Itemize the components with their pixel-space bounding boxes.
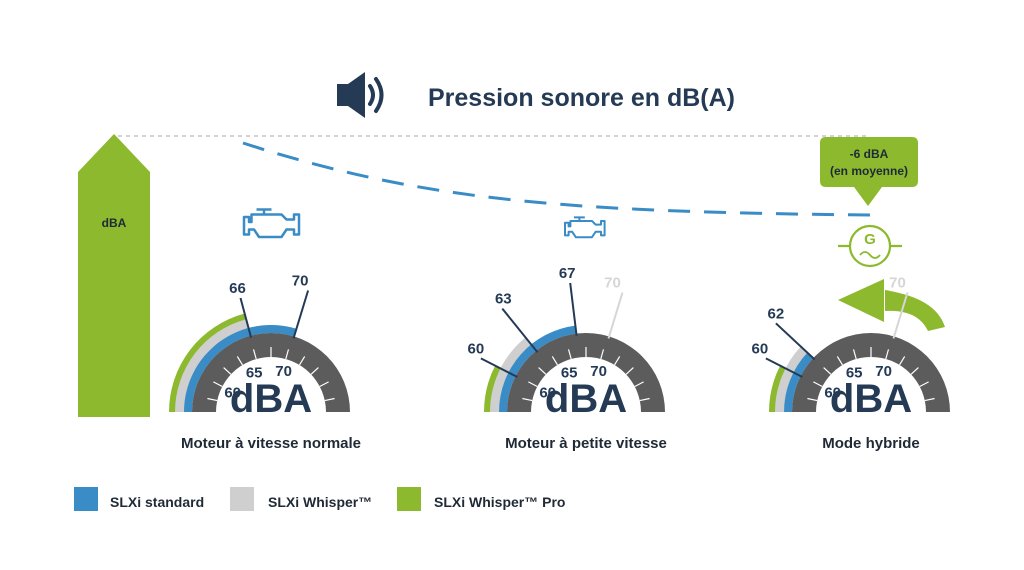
legend-swatch-whisper	[230, 487, 254, 511]
callout-value: 60	[468, 340, 485, 357]
callout-leader	[775, 322, 816, 361]
dial-tick	[567, 349, 572, 360]
engine-icon-small	[564, 216, 606, 239]
scale-label-65: 65	[246, 364, 263, 381]
scale-label-60: 60	[824, 385, 841, 402]
dial-tick	[538, 367, 547, 375]
dial-tick	[634, 381, 644, 388]
dial-tick	[823, 367, 832, 375]
dial-tick	[522, 397, 533, 402]
gauge-label-normal: Moteur à vitesse normale	[181, 435, 361, 452]
callout-leader	[239, 297, 253, 338]
gauge-label-low: Moteur à petite vitesse	[505, 435, 667, 452]
reduction-trend-line	[242, 141, 871, 217]
dial-tick	[807, 397, 818, 402]
legend: SLXi standard SLXi Whisper™ SLXi Whisper…	[74, 487, 565, 511]
dial-tick	[910, 367, 919, 375]
title-speaker-icon	[337, 72, 384, 118]
dial-tick	[924, 397, 935, 402]
dial-ring	[507, 333, 665, 412]
callout-value: 70	[292, 273, 309, 290]
dial-tick	[252, 349, 257, 360]
callout-value: 62	[768, 305, 785, 322]
reduction-bubble: -6 dBA (en moyenne)	[820, 137, 918, 206]
scale-label-65: 65	[561, 364, 578, 381]
dial-tick	[613, 356, 621, 366]
callout-leader	[480, 357, 518, 378]
callout-value: 70	[889, 275, 906, 292]
side-level-bar	[78, 134, 150, 417]
chart-title: Pression sonore en dB(A)	[428, 84, 735, 112]
side-bar-label: dBA	[102, 216, 127, 230]
scale-label-60: 60	[224, 385, 241, 402]
generator-icon: G	[838, 224, 902, 268]
callout-leader	[892, 292, 909, 339]
scale-label-70: 70	[590, 363, 607, 380]
dial-tick	[852, 349, 857, 360]
callout-value: 60	[752, 340, 769, 357]
dial-tick	[285, 349, 290, 360]
dial-tick	[213, 381, 223, 388]
dial-tick	[625, 367, 634, 375]
gauge-center-label: dBA	[230, 377, 312, 421]
dial-tick	[639, 397, 650, 402]
dial-tick	[207, 397, 218, 402]
dial-tick	[528, 381, 538, 388]
callout-leader	[607, 292, 624, 339]
legend-label-whisper-pro: SLXi Whisper™ Pro	[434, 494, 565, 510]
dial-tick	[885, 349, 890, 360]
dial-tick	[298, 356, 306, 366]
gauge-center-label: dBA	[830, 377, 912, 421]
callout-value: 70	[604, 275, 621, 292]
bubble-line-2: (en moyenne)	[830, 164, 908, 178]
dial-ring	[792, 333, 950, 412]
dial-tick	[319, 381, 329, 388]
bubble-line-1: -6 dBA	[850, 147, 889, 161]
callout-value: 66	[229, 280, 246, 297]
dial-tick	[223, 367, 232, 375]
callout-leader	[569, 282, 578, 336]
engine-icon	[242, 208, 301, 239]
svg-text:G: G	[864, 231, 876, 248]
scale-label-70: 70	[875, 363, 892, 380]
dial-tick	[813, 381, 823, 388]
callout-value: 63	[495, 291, 512, 308]
legend-swatch-standard	[74, 487, 98, 511]
gauge-label-hybrid: Mode hybride	[822, 435, 920, 452]
legend-label-whisper: SLXi Whisper™	[268, 494, 372, 510]
dial-tick	[310, 367, 319, 375]
dial-tick	[919, 381, 929, 388]
dial-tick	[836, 356, 844, 366]
dial-tick	[600, 349, 605, 360]
dial-tick	[236, 356, 244, 366]
curved-arrow-icon	[838, 279, 945, 331]
scale-label-70: 70	[275, 363, 292, 380]
callout-value: 67	[559, 265, 576, 282]
scale-label-65: 65	[846, 364, 863, 381]
callout-leader	[292, 290, 310, 339]
callout-leader	[501, 307, 539, 353]
dial-tick	[324, 397, 335, 402]
dial-ring	[192, 333, 350, 412]
dial-tick	[551, 356, 559, 366]
dial-tick	[898, 356, 906, 366]
gauge-center-label: dBA	[545, 377, 627, 421]
legend-label-standard: SLXi standard	[110, 494, 204, 510]
scale-label-60: 60	[539, 385, 556, 402]
callout-leader	[765, 357, 803, 378]
legend-swatch-whisper-pro	[397, 487, 421, 511]
